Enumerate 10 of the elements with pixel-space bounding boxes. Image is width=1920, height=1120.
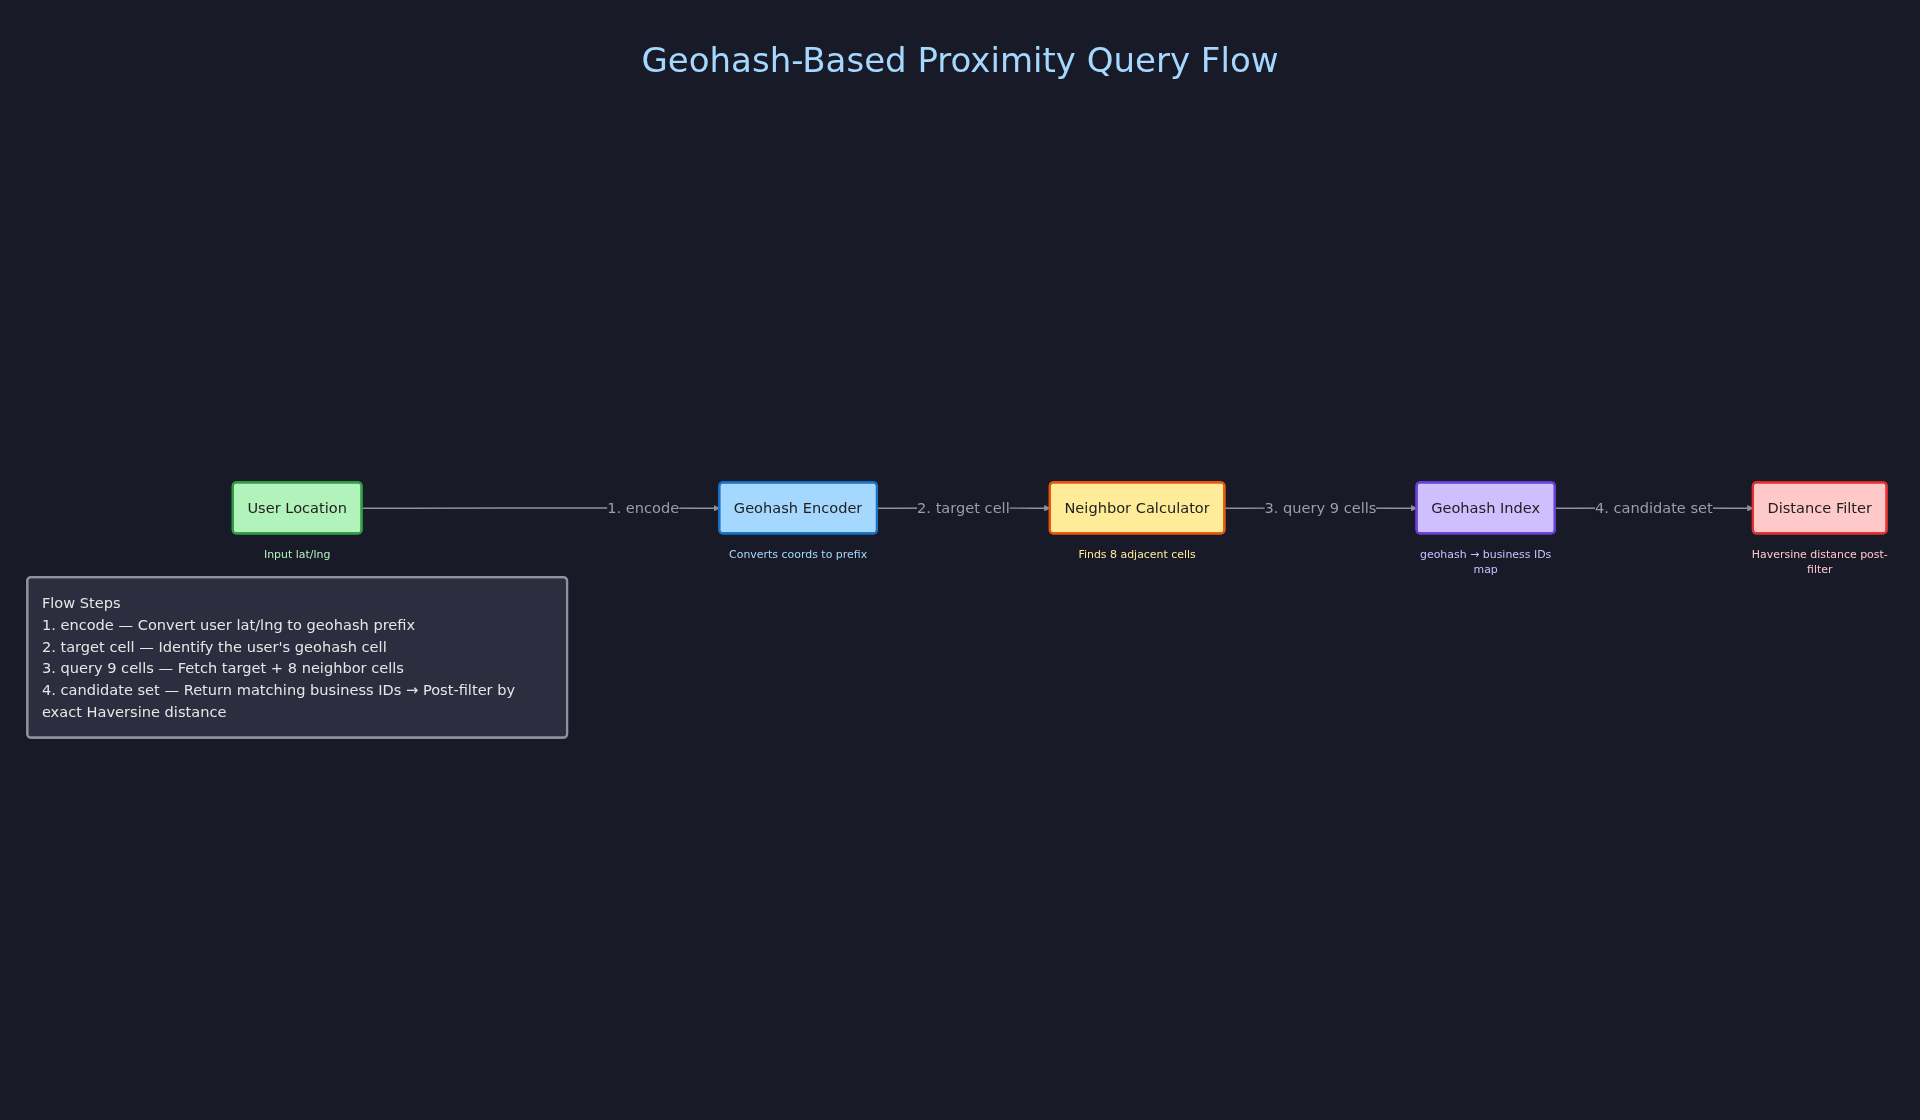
node-caption: geohash → business IDs map: [1419, 548, 1553, 577]
node-caption: Haversine distance post-filter: [1750, 548, 1889, 577]
edge-label: 2. target cell: [917, 499, 1010, 517]
edge-label: 3. query 9 cells: [1264, 499, 1377, 517]
edge-label: 4. candidate set: [1594, 499, 1713, 517]
node-caption: Input lat/lng: [262, 548, 332, 563]
node-caption: Finds 8 adjacent cells: [1077, 548, 1197, 563]
diagram-title: Geohash-Based Proximity Query Flow: [641, 39, 1279, 80]
edge-label: 1. encode: [607, 499, 680, 517]
node-caption: Converts coords to prefix: [728, 548, 869, 563]
